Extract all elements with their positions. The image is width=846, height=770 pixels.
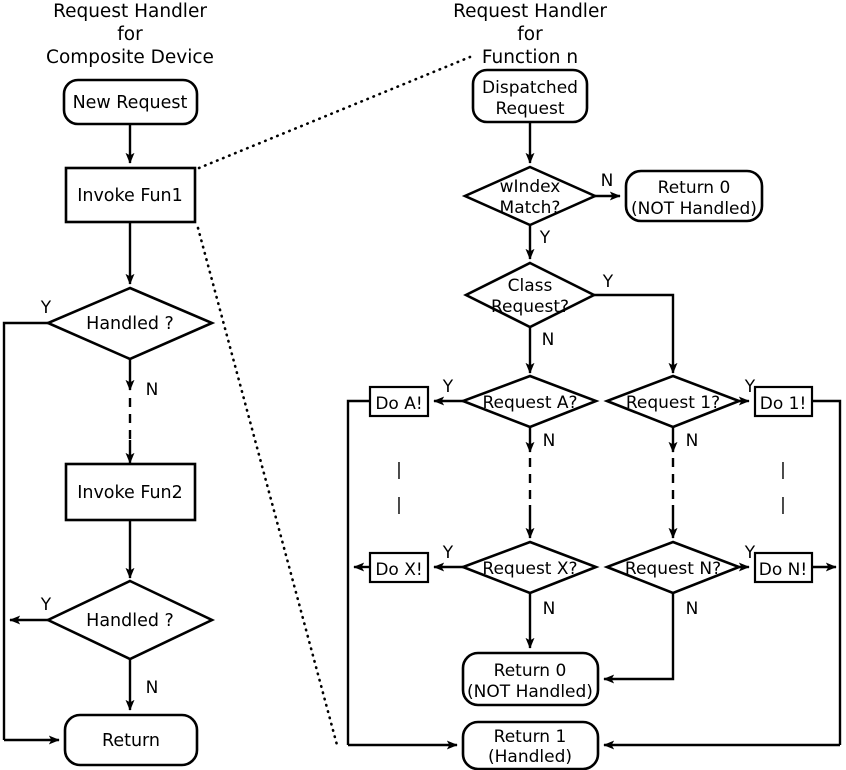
- node-invoke-fun1-label: Invoke Fun1: [77, 186, 183, 206]
- title-left-line-1: Request Handler: [53, 1, 207, 22]
- node-request-1-label: Request 1?: [626, 393, 720, 413]
- edge-label-class-no: N: [542, 330, 555, 350]
- node-handled-1: Handled ?: [44, 286, 216, 361]
- node-dispatched-request-line-2: Request: [495, 99, 564, 119]
- node-new-request-label: New Request: [73, 93, 188, 113]
- edge-label-request-a-yes: Y: [442, 377, 454, 397]
- node-request-a: Request A?: [459, 374, 600, 429]
- node-return-0-top-line-1: Return 0: [658, 178, 731, 198]
- edge-label-class-yes: Y: [602, 272, 614, 292]
- ellipsis-right: | |: [780, 460, 786, 515]
- title-right-line-2: for: [517, 24, 543, 45]
- node-do-n-label: Do N!: [759, 560, 807, 580]
- node-return: Return: [63, 713, 199, 767]
- node-invoke-fun1: Invoke Fun1: [64, 166, 197, 224]
- node-do-x-label: Do X!: [375, 560, 422, 580]
- ellipsis-right-mark-1: |: [780, 460, 786, 480]
- edge-label-handled2-yes: Y: [40, 595, 52, 615]
- title-left: Request Handler for Composite Device: [46, 1, 214, 68]
- node-do-x: Do X!: [368, 551, 430, 584]
- edge-label-request-1-yes: Y: [744, 377, 756, 397]
- node-handled-1-label: Handled ?: [86, 314, 174, 334]
- node-return-1-line-2: (Handled): [488, 747, 572, 767]
- node-windex-match: wIndex Match?: [461, 165, 599, 227]
- node-return-0-bottom-line-2: (NOT Handled): [467, 682, 593, 702]
- node-invoke-fun2-label: Invoke Fun2: [77, 483, 183, 503]
- node-request-x-label: Request X?: [482, 559, 577, 579]
- edge-label-request-n-yes: Y: [744, 543, 756, 563]
- node-handled-2: Handled ?: [44, 579, 216, 661]
- expansion-connector-bottom: [196, 226, 339, 747]
- title-right: Request Handler for Function n: [453, 1, 607, 68]
- node-return-0-bottom: Return 0 (NOT Handled): [461, 651, 600, 707]
- node-return-0-top: Return 0 (NOT Handled): [624, 169, 764, 223]
- node-dispatched-request: Dispatched Request: [471, 68, 589, 124]
- node-class-request-line-1: Class: [508, 276, 553, 296]
- ellipsis-right-mark-2: |: [780, 495, 786, 515]
- title-left-line-3: Composite Device: [46, 47, 214, 68]
- node-request-1: Request 1?: [603, 374, 743, 429]
- node-do-1-label: Do 1!: [760, 394, 807, 414]
- edge-do-1-to-right-rail: [812, 399, 842, 745]
- node-new-request: New Request: [62, 78, 199, 126]
- node-do-n: Do N!: [753, 551, 814, 584]
- node-class-request: Class Request?: [463, 261, 597, 329]
- node-request-n-label: Request N?: [625, 559, 721, 579]
- title-left-line-2: for: [117, 24, 143, 45]
- edge-do-a-to-left-rail: [346, 399, 370, 745]
- edge-label-handled2-no: N: [146, 678, 159, 698]
- title-right-line-3: Function n: [482, 47, 578, 68]
- node-do-a: Do A!: [368, 385, 430, 418]
- node-return-0-bottom-line-1: Return 0: [494, 661, 567, 681]
- node-do-a-label: Do A!: [375, 394, 422, 414]
- node-request-n: Request N?: [603, 540, 743, 595]
- edge-label-handled1-yes: Y: [40, 298, 52, 318]
- node-handled-2-label: Handled ?: [86, 611, 174, 631]
- title-right-line-1: Request Handler: [453, 1, 607, 22]
- edge-label-request-x-yes: Y: [442, 543, 454, 563]
- edge-label-windex-no: N: [601, 171, 614, 191]
- edge-label-request-n-no: N: [686, 599, 699, 619]
- expansion-connector-top: [197, 55, 472, 170]
- edge-label-request-x-no: N: [543, 599, 556, 619]
- node-class-request-line-2: Request?: [491, 297, 569, 317]
- edge-class-yes-to-request1: [594, 293, 678, 374]
- node-return-1-line-1: Return 1: [494, 727, 567, 747]
- node-return-0-top-line-2: (NOT Handled): [631, 199, 757, 219]
- edge-handled1-yes-rail: [2, 321, 48, 740]
- node-windex-match-line-1: wIndex: [500, 177, 561, 197]
- node-return-1: Return 1 (Handled): [461, 720, 600, 770]
- ellipsis-left-mark-1: |: [396, 460, 402, 480]
- node-do-1: Do 1!: [753, 385, 814, 418]
- node-return-label: Return: [102, 731, 160, 751]
- node-invoke-fun2: Invoke Fun2: [64, 462, 197, 522]
- edge-label-windex-yes: Y: [539, 228, 551, 248]
- edge-label-request-a-no: N: [543, 431, 556, 451]
- edge-label-handled1-no: N: [146, 380, 159, 400]
- node-dispatched-request-line-1: Dispatched: [482, 78, 578, 98]
- edge-request-n-no-to-return0: [603, 593, 675, 684]
- node-request-a-label: Request A?: [482, 393, 577, 413]
- ellipsis-left-mark-2: |: [396, 495, 402, 515]
- node-windex-match-line-2: Match?: [500, 198, 561, 218]
- ellipsis-left: | |: [396, 460, 402, 515]
- edge-label-request-1-no: N: [686, 431, 699, 451]
- node-request-x: Request X?: [459, 540, 600, 595]
